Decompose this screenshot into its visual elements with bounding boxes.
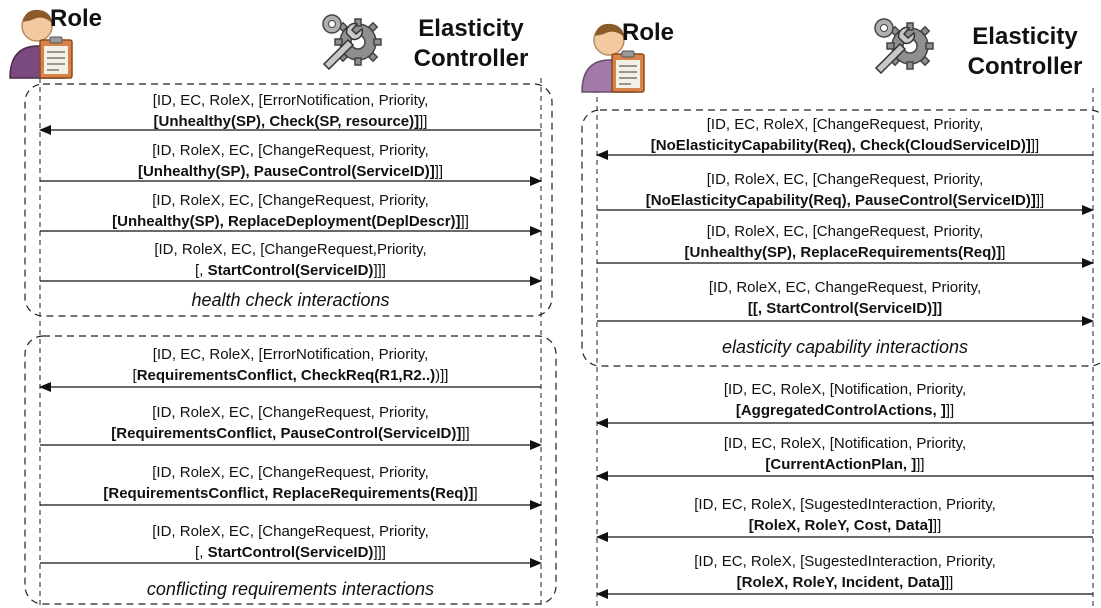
message-line2: [RoleX, RoleY, Incident, Data]]]	[736, 574, 954, 591]
message-line1: [ID, RoleX, EC, [ChangeRequest,Priority,	[154, 241, 427, 258]
message-line1: [ID, RoleX, EC, [ChangeRequest, Priority…	[152, 523, 429, 540]
left-ec-label: Elasticity Controller	[396, 14, 546, 74]
message-label: [ID, RoleX, EC, [ChangeRequest, Priority…	[40, 462, 541, 504]
message-line1: [ID, RoleX, EC, [ChangeRequest, Priority…	[152, 192, 429, 209]
right-ec-label: Elasticity Controller	[950, 22, 1100, 82]
message-line2: [Unhealthy(SP), Check(SP, resource)]]]	[153, 113, 428, 130]
right-ec-label-line2: Controller	[967, 53, 1083, 80]
group-box-health-check	[24, 83, 553, 317]
message-label: [ID, EC, RoleX, [Notification, Priority,…	[597, 379, 1093, 421]
message-label: [ID, RoleX, EC, [ChangeRequest,Priority,…	[40, 239, 541, 281]
message-line1: [ID, EC, RoleX, [SugestedInteraction, Pr…	[694, 496, 996, 513]
message-line2: [[, StartControl(ServiceID)]]	[597, 298, 1093, 319]
message-bold: StartControl(ServiceID)	[207, 262, 374, 279]
message-label: [ID, RoleX, EC, [ChangeRequest, Priority…	[597, 221, 1093, 263]
message-bold: [Unhealthy(SP), ReplaceRequirements(Req)…	[684, 244, 1002, 261]
group-box-elasticity-capability	[581, 109, 1101, 367]
message-line2: [Unhealthy(SP), ReplaceDeployment(DeplDe…	[112, 213, 469, 230]
message-line1: [ID, EC, RoleX, [ErrorNotification, Prio…	[152, 346, 429, 363]
message-label: [ID, RoleX, EC, [ChangeRequest, Priority…	[40, 190, 541, 232]
message-line2: [, StartControl(ServiceID)]]]	[195, 262, 386, 279]
message-line2: [RequirementsConflict, CheckReq(R1,R2..)…	[132, 367, 449, 384]
message-label: [ID, EC, RoleX, [ErrorNotification, Prio…	[40, 344, 541, 386]
message-bold: [RequirementsConflict, PauseControl(Serv…	[111, 425, 462, 442]
right-ec-label-line1: Elasticity	[972, 23, 1078, 50]
message-bold: [CurrentActionPlan, ]	[765, 456, 917, 473]
message-line2: [Unhealthy(SP), ReplaceRequirements(Req)…	[684, 244, 1006, 261]
message-line2: [, StartControl(ServiceID)]]]	[195, 544, 386, 561]
message-bold: RequirementsConflict, CheckReq(R1,R2..)	[136, 367, 436, 384]
message-line1: [ID, EC, RoleX, [Notification, Priority,	[723, 381, 967, 398]
left-ec-label-line1: Elasticity	[418, 15, 524, 42]
gears-wrench-icon-right	[874, 18, 934, 74]
message-label: [ID, EC, RoleX, [SugestedInteraction, Pr…	[597, 494, 1093, 536]
message-line1: [ID, RoleX, EC, [ChangeRequest, Priority…	[706, 223, 984, 240]
message-line1: [ID, EC, RoleX, [Notification, Priority,	[723, 435, 967, 452]
message-label: [ID, RoleX, EC, ChangeRequest, Priority,…	[597, 277, 1093, 319]
message-line1: [ID, RoleX, EC, [ChangeRequest, Priority…	[152, 142, 429, 159]
message-label: [ID, RoleX, EC, [ChangeRequest, Priority…	[40, 140, 541, 182]
message-label: [ID, RoleX, EC, [ChangeRequest, Priority…	[40, 521, 541, 563]
message-line1: [ID, EC, RoleX, [ChangeRequest, Priority…	[706, 116, 984, 133]
message-line2: [CurrentActionPlan, ]]]	[765, 456, 925, 473]
message-label: [ID, EC, RoleX, [ErrorNotification, Prio…	[40, 90, 541, 132]
message-line1: [ID, RoleX, EC, [ChangeRequest, Priority…	[706, 171, 984, 188]
message-line1: [ID, RoleX, EC, [ChangeRequest, Priority…	[152, 404, 429, 421]
message-bold: [Unhealthy(SP), ReplaceDeployment(DeplDe…	[112, 213, 461, 230]
message-label: [ID, EC, RoleX, [Notification, Priority,…	[597, 433, 1093, 475]
message-line2: [AggregatedControlActions, ]]]	[735, 402, 955, 419]
message-label: [ID, RoleX, EC, [ChangeRequest, Priority…	[597, 169, 1093, 211]
gears-wrench-icon-left	[322, 14, 382, 70]
left-ec-label-line2: Controller	[413, 45, 529, 72]
message-label: [ID, EC, RoleX, [ChangeRequest, Priority…	[597, 114, 1093, 156]
right-role-label: Role	[622, 19, 675, 46]
message-line2: [NoElasticityCapability(Req), PauseContr…	[645, 192, 1045, 209]
message-bold: [NoElasticityCapability(Req), PauseContr…	[645, 192, 1036, 209]
message-bold: [AggregatedControlActions, ]	[735, 402, 946, 419]
message-line2: [NoElasticityCapability(Req), Check(Clou…	[650, 137, 1040, 154]
group-caption-conflicting-requirements: conflicting requirements interactions	[146, 579, 435, 599]
message-bold: [[, StartControl(ServiceID)]]	[747, 300, 943, 317]
group-caption-elasticity-capability: elasticity capability interactions	[721, 337, 969, 357]
message-line1: [ID, EC, RoleX, [SugestedInteraction, Pr…	[694, 553, 996, 570]
group-box-conflicting-requirements	[24, 335, 557, 605]
message-line1: [ID, RoleX, EC, ChangeRequest, Priority,	[708, 279, 982, 296]
role-icon-left	[9, 9, 73, 79]
message-label: [ID, EC, RoleX, [SugestedInteraction, Pr…	[597, 551, 1093, 593]
message-bold: [Unhealthy(SP), Check(SP, resource)]	[153, 113, 420, 130]
message-bold: [RequirementsConflict, ReplaceRequiremen…	[103, 485, 474, 502]
group-caption-health-check: health check interactions	[191, 290, 390, 310]
message-line1: [ID, RoleX, EC, [ChangeRequest, Priority…	[152, 464, 429, 481]
message-bold: [RoleX, RoleY, Incident, Data]	[736, 574, 946, 591]
message-label: [ID, RoleX, EC, [ChangeRequest, Priority…	[40, 402, 541, 444]
message-line2: [RequirementsConflict, PauseControl(Serv…	[111, 425, 470, 442]
message-line2: [RoleX, RoleY, Cost, Data]]]	[748, 517, 942, 534]
left-role-label: Role	[50, 5, 103, 32]
role-icon-right	[581, 23, 645, 93]
message-bold: [Unhealthy(SP), PauseControl(ServiceID)]	[137, 163, 435, 180]
message-line1: [ID, EC, RoleX, [ErrorNotification, Prio…	[152, 92, 429, 109]
message-line2: [Unhealthy(SP), PauseControl(ServiceID)]…	[137, 163, 444, 180]
message-bold: [NoElasticityCapability(Req), Check(Clou…	[650, 137, 1031, 154]
message-bold: [RoleX, RoleY, Cost, Data]	[748, 517, 933, 534]
message-bold: StartControl(ServiceID)	[207, 544, 374, 561]
message-line2: [RequirementsConflict, ReplaceRequiremen…	[103, 485, 478, 502]
